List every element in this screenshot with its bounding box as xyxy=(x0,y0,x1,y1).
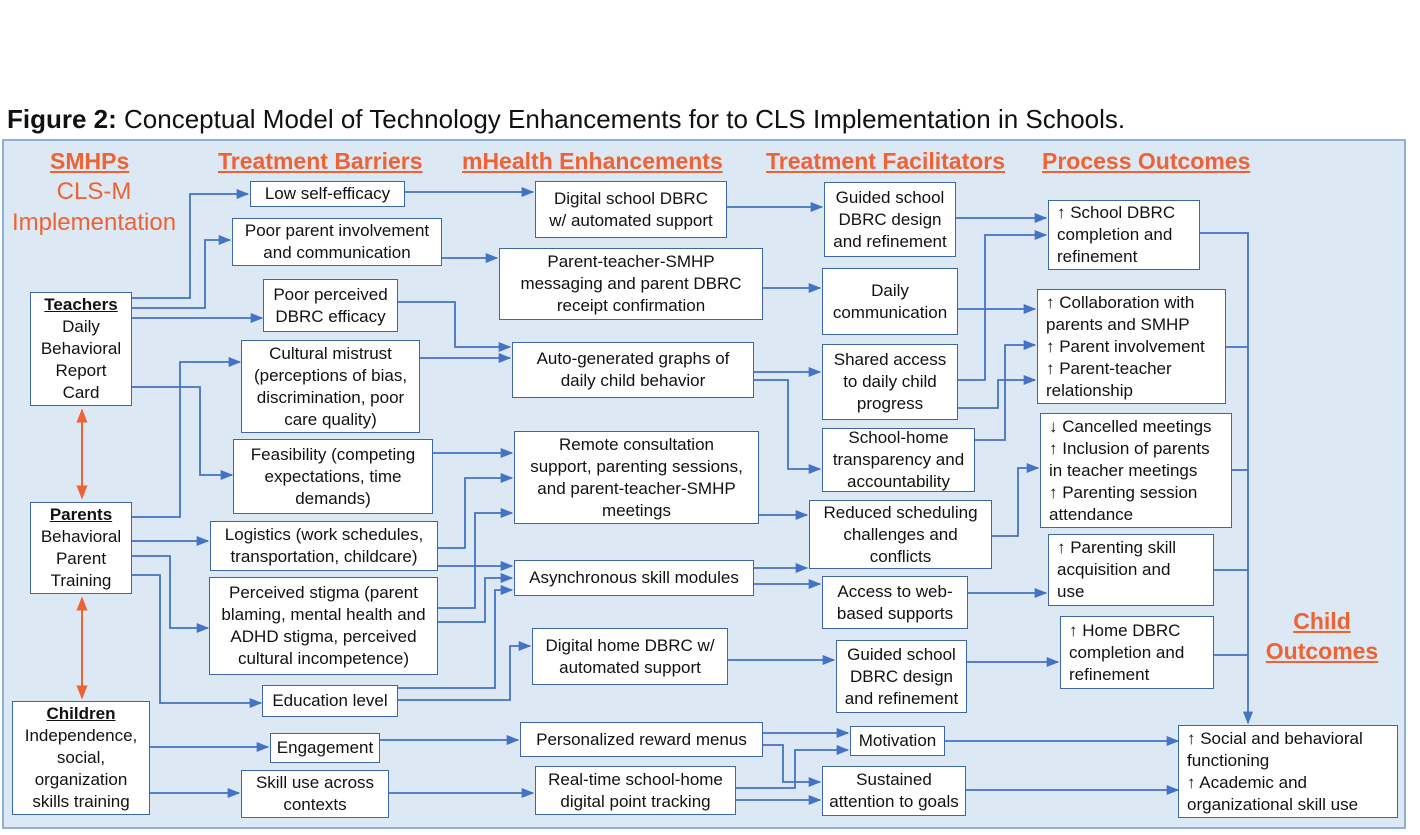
facilitator-sustained-attention: Sustained attention to goals xyxy=(822,766,966,816)
facilitator-guided-school-dbrc-2: Guided school DBRC design and refinement xyxy=(836,640,967,713)
barrier-logistics: Logistics (work schedules, transportatio… xyxy=(210,521,438,571)
actor-children-desc: Independence, social, organization skill… xyxy=(24,726,138,811)
mhealth-auto-graphs: Auto-generated graphs of daily child beh… xyxy=(512,342,754,398)
header-smhps: SMHPs xyxy=(50,148,130,174)
facilitator-daily-communication: Daily communication xyxy=(822,268,958,335)
edge-b3-m3 xyxy=(398,301,512,353)
mhealth-remote-consultation: Remote consultation support, parenting s… xyxy=(514,431,759,524)
edge-parents-b8 xyxy=(132,574,263,709)
edge-f4-p2 xyxy=(975,339,1037,441)
edge-f5-p3 xyxy=(992,462,1040,537)
edge-m7-f9 xyxy=(763,744,822,788)
figure-title: Conceptual Model of Technology Enhanceme… xyxy=(116,104,1126,134)
edge-teachers-b2 xyxy=(132,234,232,309)
facilitator-shared-access: Shared access to daily child progress xyxy=(822,344,958,420)
actor-teachers-desc: Daily Behavioral Report Card xyxy=(40,317,122,402)
barrier-low-self-efficacy: Low self-efficacy xyxy=(250,181,405,207)
barrier-cultural-mistrust: Cultural mistrust (perceptions of bias, … xyxy=(241,340,420,433)
header-mhealth-enhancements: mHealth Enhancements xyxy=(462,148,723,174)
edge-b7-m5 xyxy=(438,572,514,623)
process-home-dbrc: ↑ Home DBRC completion and refinement xyxy=(1060,616,1214,689)
mhealth-async-modules: Asynchronous skill modules xyxy=(514,560,754,596)
mhealth-messaging: Parent-teacher-SMHP messaging and parent… xyxy=(499,248,763,320)
process-parenting-skill: ↑ Parenting skill acquisition and use xyxy=(1048,534,1214,606)
barrier-skill-use: Skill use across contexts xyxy=(241,770,389,818)
barrier-poor-parent-involvement: Poor parent involvement and communicatio… xyxy=(232,218,442,266)
barrier-feasibility: Feasibility (competing expectations, tim… xyxy=(233,439,433,514)
child-outcome-functioning: ↑ Social and behavioral functioning ↑ Ac… xyxy=(1178,725,1398,818)
facilitator-transparency: School-home transparency and accountabil… xyxy=(822,428,975,492)
actor-children-title: Children xyxy=(46,704,116,723)
barrier-perceived-stigma: Perceived stigma (parent blaming, mental… xyxy=(209,577,438,675)
edge-b8-m5 xyxy=(398,584,514,689)
edge-f3-p1 xyxy=(958,229,1048,381)
actor-parents-title: Parents xyxy=(49,505,113,524)
mhealth-digital-home-dbrc: Digital home DBRC w/ automated support xyxy=(532,628,728,685)
barrier-poor-perceived-efficacy: Poor perceived DBRC efficacy xyxy=(263,279,398,332)
edge-m3-f4 xyxy=(754,379,822,475)
barrier-education-level: Education level xyxy=(262,685,398,717)
edge-parents-b7 xyxy=(132,555,210,634)
header-treatment-barriers: Treatment Barriers xyxy=(218,148,423,174)
actor-parents-desc: Behavioral Parent Training xyxy=(40,527,122,590)
facilitator-web-supports: Access to web- based supports xyxy=(822,576,968,629)
process-cancelled-meetings: ↓ Cancelled meetings ↑ Inclusion of pare… xyxy=(1040,413,1232,528)
edge-parents-b4 xyxy=(132,356,242,518)
header-treatment-facilitators: Treatment Facilitators xyxy=(766,148,1006,174)
edge-f3-p2 xyxy=(958,374,1037,409)
facilitator-guided-school-dbrc: Guided school DBRC design and refinement xyxy=(824,182,956,257)
mhealth-digital-school-dbrc: Digital school DBRC w/ automated support xyxy=(535,181,727,238)
barrier-engagement: Engagement xyxy=(270,733,380,763)
edge-teachers-b1 xyxy=(132,188,250,299)
header-cls-m-implementation: CLS-M Implementation xyxy=(11,178,177,236)
actor-parents: Parents Behavioral Parent Training xyxy=(30,502,132,594)
process-collaboration: ↑ Collaboration with parents and SMHP ↑ … xyxy=(1037,289,1226,404)
edge-teachers-b5 xyxy=(132,386,234,481)
actor-teachers: Teachers Daily Behavioral Report Card xyxy=(30,292,132,406)
edge-m8-f8 xyxy=(736,744,850,789)
edge-b6-m4 xyxy=(438,472,514,549)
header-child-outcomes: Child Outcomes xyxy=(1265,608,1379,664)
edge-b8-m6 xyxy=(398,640,532,701)
process-school-dbrc: ↑ School DBRC completion and refinement xyxy=(1048,200,1200,270)
figure-label: Figure 2: xyxy=(7,104,117,134)
edge-process-c1 xyxy=(1200,232,1254,725)
edge-b7-m4 xyxy=(438,507,514,609)
actor-teachers-title: Teachers xyxy=(44,295,118,314)
facilitator-reduced-scheduling: Reduced scheduling challenges and confli… xyxy=(809,500,992,569)
figure-caption: Figure 2: Conceptual Model of Technology… xyxy=(7,104,1125,135)
actor-children: Children Independence, social, organizat… xyxy=(12,701,150,815)
header-process-outcomes: Process Outcomes xyxy=(1042,148,1251,174)
mhealth-reward-menus: Personalized reward menus xyxy=(520,722,763,757)
facilitator-motivation: Motivation xyxy=(850,726,945,756)
mhealth-point-tracking: Real-time school-home digital point trac… xyxy=(535,766,736,815)
